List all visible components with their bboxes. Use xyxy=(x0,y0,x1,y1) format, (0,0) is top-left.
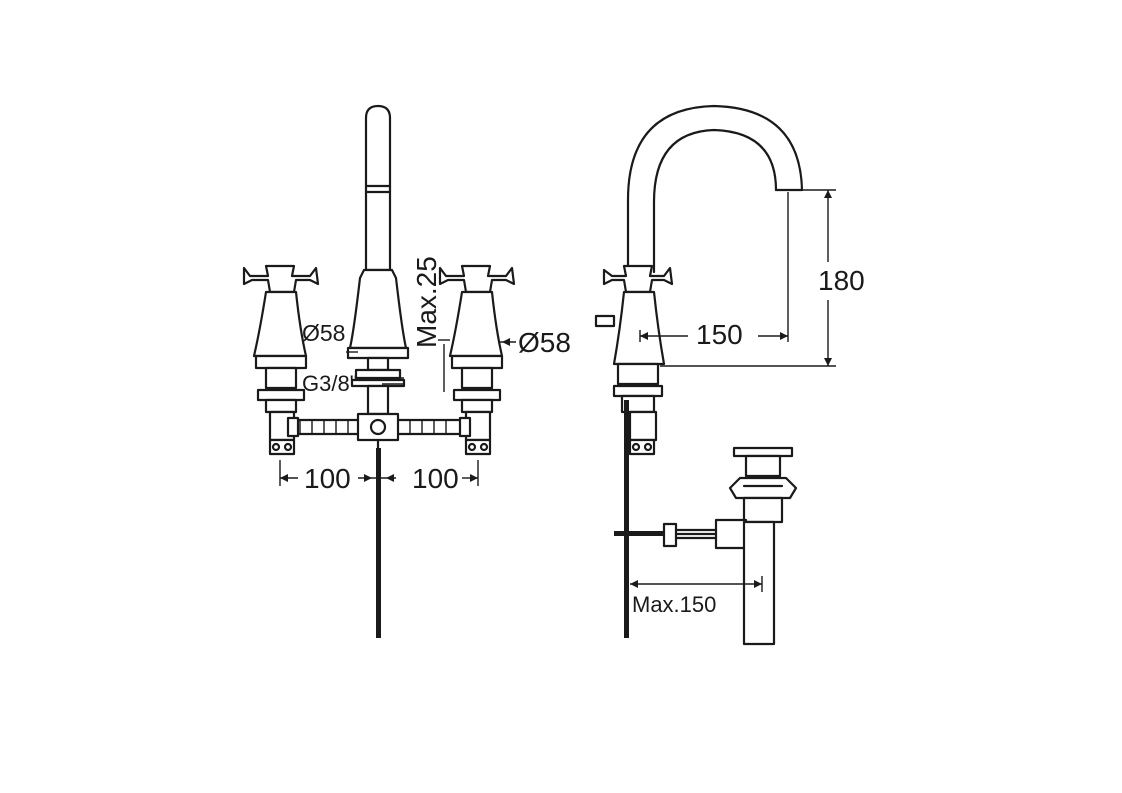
thread-size-label: G3/8" xyxy=(302,371,358,396)
side-dimension-lines xyxy=(630,189,836,592)
front-dimension-lines xyxy=(279,338,516,486)
front-left-handle xyxy=(242,264,320,456)
spout-height-label: 180 xyxy=(818,265,865,296)
pop-up-waste xyxy=(614,446,798,646)
handle-diameter-right-label: Ø58 xyxy=(518,327,571,358)
spacing-right-label: 100 xyxy=(412,463,459,494)
max-thickness-label: Max.25 xyxy=(411,256,442,348)
handle-diameter-left-label: Ø58 xyxy=(302,320,345,346)
side-view: 180 150 Max.150 xyxy=(594,104,865,646)
side-spout xyxy=(626,104,804,274)
front-right-handle xyxy=(438,264,516,456)
front-connecting-hoses xyxy=(286,412,472,450)
front-view: Ø58 Ø58 G3/8" Max.25 100 100 xyxy=(242,104,571,638)
front-spout xyxy=(346,104,410,416)
side-handle xyxy=(594,264,674,456)
drain-reach-label: Max.150 xyxy=(632,592,716,617)
spout-reach-label: 150 xyxy=(696,319,743,350)
side-supply-pipe xyxy=(624,400,629,638)
front-supply-pipe xyxy=(376,448,381,638)
spacing-left-label: 100 xyxy=(304,463,351,494)
